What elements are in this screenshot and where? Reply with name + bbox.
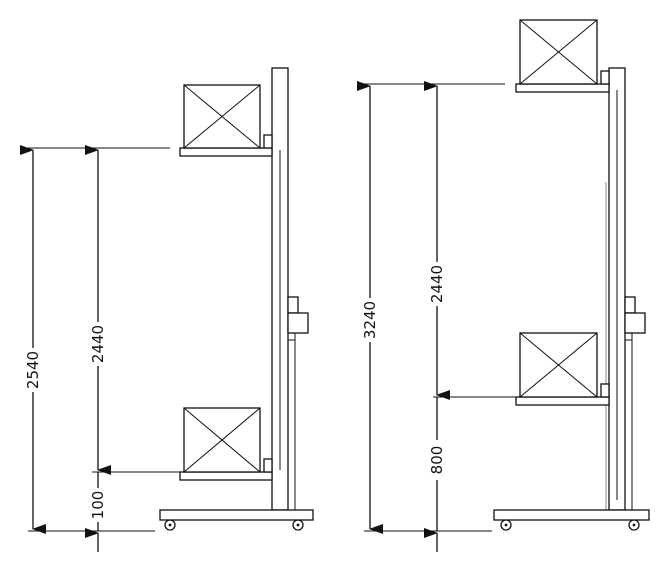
- left-dim-offset-label: 100: [89, 491, 107, 520]
- left-dim-travel-label: 2440: [89, 325, 107, 363]
- left-upper-platform-bracket: [263, 134, 273, 149]
- left-lift-machine: [159, 67, 314, 531]
- left-control-box-top: [287, 296, 299, 314]
- right-dim-overall-gap: [361, 298, 379, 342]
- right-base: [493, 509, 650, 521]
- left-lower-box: [183, 407, 261, 473]
- left-dim-overall-gap: [24, 348, 42, 392]
- right-control-box-top: [624, 296, 636, 314]
- left-control-box: [287, 312, 309, 334]
- right-lower-platform-bracket: [600, 383, 610, 398]
- right-upper-platform-bracket: [600, 70, 610, 85]
- left-lower-platform: [179, 471, 273, 481]
- right-lower-platform: [515, 396, 610, 406]
- right-upper-box: [519, 19, 598, 85]
- left-dim-offset-gap: [89, 488, 107, 522]
- right-wheel-rear-hub: [632, 523, 636, 527]
- left-dim-overall-label: 2540: [24, 351, 42, 389]
- right-lower-box: [519, 332, 598, 398]
- right-lift-machine: [493, 19, 650, 531]
- left-dim-travel-gap: [89, 322, 107, 366]
- left-wheel-rear-hub: [296, 523, 300, 527]
- right-dim-travel-label: 2440: [428, 265, 446, 303]
- right-upper-platform: [515, 83, 610, 93]
- left-wheel-front-hub: [168, 523, 172, 527]
- left-lower-platform-bracket: [263, 458, 273, 473]
- right-dim-travel-gap: [428, 262, 446, 306]
- right-dim-offset-gap: [428, 440, 446, 480]
- left-upper-platform: [179, 147, 273, 157]
- left-upper-box: [183, 84, 261, 149]
- right-control-box: [624, 312, 646, 334]
- left-base: [159, 509, 314, 521]
- right-dim-overall-label: 3240: [361, 301, 379, 339]
- right-wheel-front-hub: [504, 523, 508, 527]
- right-dim-offset-label: 800: [428, 446, 446, 475]
